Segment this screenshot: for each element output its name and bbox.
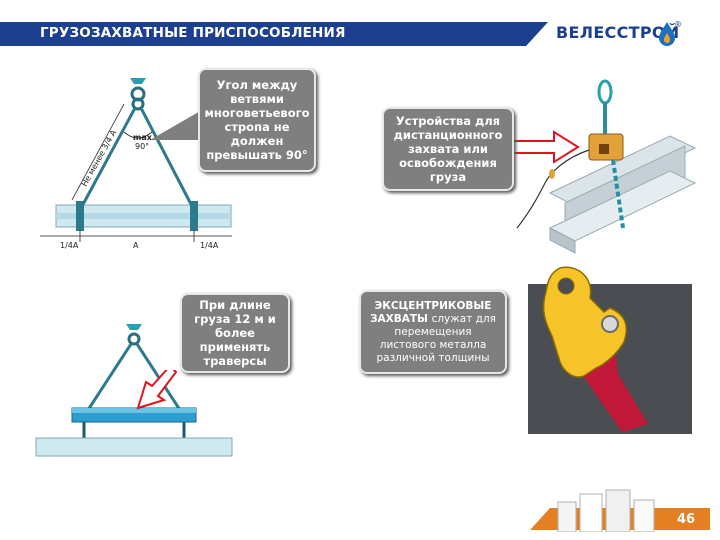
angle-callout-pointer [150, 110, 202, 140]
callout-angle-text: Угол между ветвями многоветьевого стропа… [204, 78, 310, 162]
dim-left-label: 1/4A [60, 241, 79, 250]
page-number: 46 [662, 508, 710, 530]
drop-icon [659, 22, 675, 46]
callout-eccentric-rest: служат для перемещения листового металла… [376, 312, 496, 364]
dim-right-label: 1/4A [200, 241, 219, 250]
header-bar [0, 22, 548, 46]
callout-traverse-text: При длине груза 12 м и более применять т… [194, 298, 276, 368]
eccentric-grip-diagram [528, 266, 692, 434]
logo-registered-mark: ® [674, 20, 682, 29]
callout-remote-text: Устройства для дистанционного захвата ил… [393, 114, 503, 184]
angle-label-value: 90° [135, 142, 149, 151]
callout-eccentric: ЭКСЦЕНТРИКОВЫЕ ЗАХВАТЫ служат для переме… [359, 290, 507, 374]
remote-grip-diagram [516, 79, 697, 254]
arrow-traverse-icon [136, 370, 178, 410]
angle-label-max: max [133, 133, 153, 142]
logo-text: ВЕЛЕССТРОЙ [556, 23, 680, 42]
sling-angle-diagram: Не менее 3/4 А max 90° 1/4A A 1/4A [40, 78, 232, 250]
side-length-label: Не менее 3/4 А [80, 128, 119, 188]
callout-remote: Устройства для дистанционного захвата ил… [382, 107, 514, 191]
hook-icon [130, 78, 146, 84]
callout-traverse: При длине груза 12 м и более применять т… [180, 293, 290, 373]
callout-eccentric-bold: ЭКСЦЕНТРИКОВЫЕ ЗАХВАТЫ [370, 299, 492, 325]
traverse-diagram [35, 324, 233, 457]
arrow-remote-icon [512, 130, 580, 164]
callout-eccentric-text: ЭКСЦЕНТРИКОВЫЕ ЗАХВАТЫ служат для переме… [365, 300, 501, 365]
company-logo: ВЕЛЕССТРОЙ ® [556, 18, 696, 50]
dim-center-label: A [133, 241, 139, 250]
hook-icon [126, 324, 142, 330]
page-title: ГРУЗОЗАХВАТНЫЕ ПРИСПОСОБЛЕНИЯ [40, 25, 346, 41]
buildings-icon [557, 489, 655, 532]
callout-angle: Угол между ветвями многоветьевого стропа… [198, 68, 316, 172]
